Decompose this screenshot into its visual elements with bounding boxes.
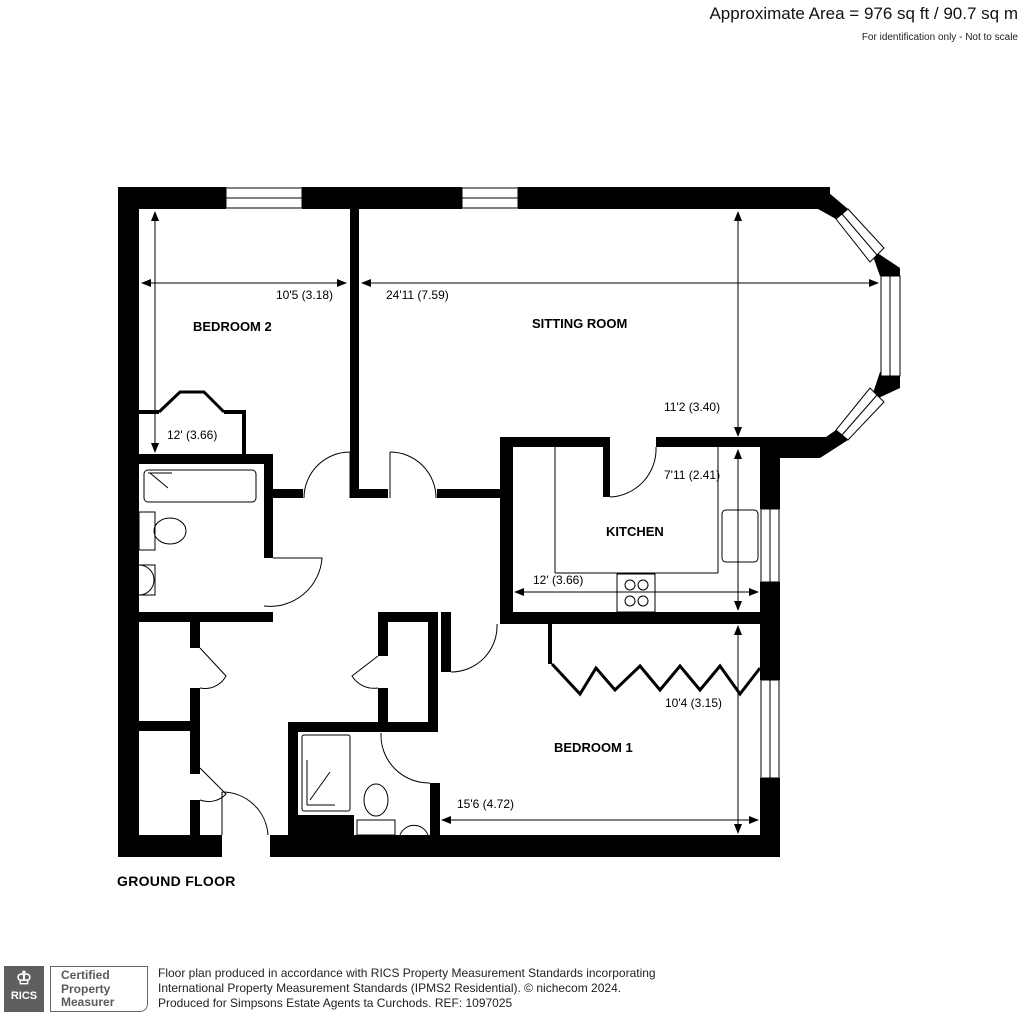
room-label-kitchen: KITCHEN (606, 524, 664, 539)
wardrobe-doors (157, 390, 762, 697)
dim-sitting-room-width: 24'11 (7.59) (386, 288, 449, 302)
approximate-area: Approximate Area = 976 sq ft / 90.7 sq m (709, 4, 1018, 23)
windows (225, 187, 901, 779)
dim-kitchen-length: 7'11 (2.41) (664, 468, 720, 482)
footer-disclaimer: Floor plan produced in accordance with R… (158, 966, 656, 1011)
floor-label: GROUND FLOOR (117, 873, 236, 889)
lion-icon: ♔ (15, 968, 33, 988)
dim-bedroom-1-width: 15'6 (4.72) (457, 797, 514, 811)
room-label-sitting-room: SITTING ROOM (532, 316, 627, 331)
dim-bedroom-2-length: 12' (3.66) (167, 428, 217, 442)
badge-line: Certified (61, 968, 110, 982)
footer-line: Floor plan produced in accordance with R… (158, 966, 656, 980)
dimension-lines (141, 211, 879, 834)
footer-line: International Property Measurement Stand… (158, 981, 622, 995)
room-label-bedroom-2: BEDROOM 2 (193, 319, 272, 334)
footer-line: Produced for Simpsons Estate Agents ta C… (158, 996, 513, 1010)
certified-measurer-badge: Certified Property Measurer (50, 966, 148, 1012)
rics-logo-text: RICS (10, 990, 38, 1002)
dim-sitting-room-length: 11'2 (3.40) (664, 400, 720, 414)
walls (118, 187, 900, 857)
dim-bedroom-2-width: 10'5 (3.18) (276, 288, 333, 302)
badge-line: Measurer (61, 995, 115, 1009)
room-label-bedroom-1: BEDROOM 1 (554, 740, 633, 755)
rics-logo: ♔ RICS (4, 966, 44, 1012)
badge-line: Property (61, 981, 111, 996)
dim-bedroom-1-length: 10'4 (3.15) (665, 696, 722, 710)
doors (199, 446, 657, 836)
dim-kitchen-width: 12' (3.66) (533, 573, 583, 587)
scale-note: For identification only - Not to scale (861, 32, 1018, 43)
